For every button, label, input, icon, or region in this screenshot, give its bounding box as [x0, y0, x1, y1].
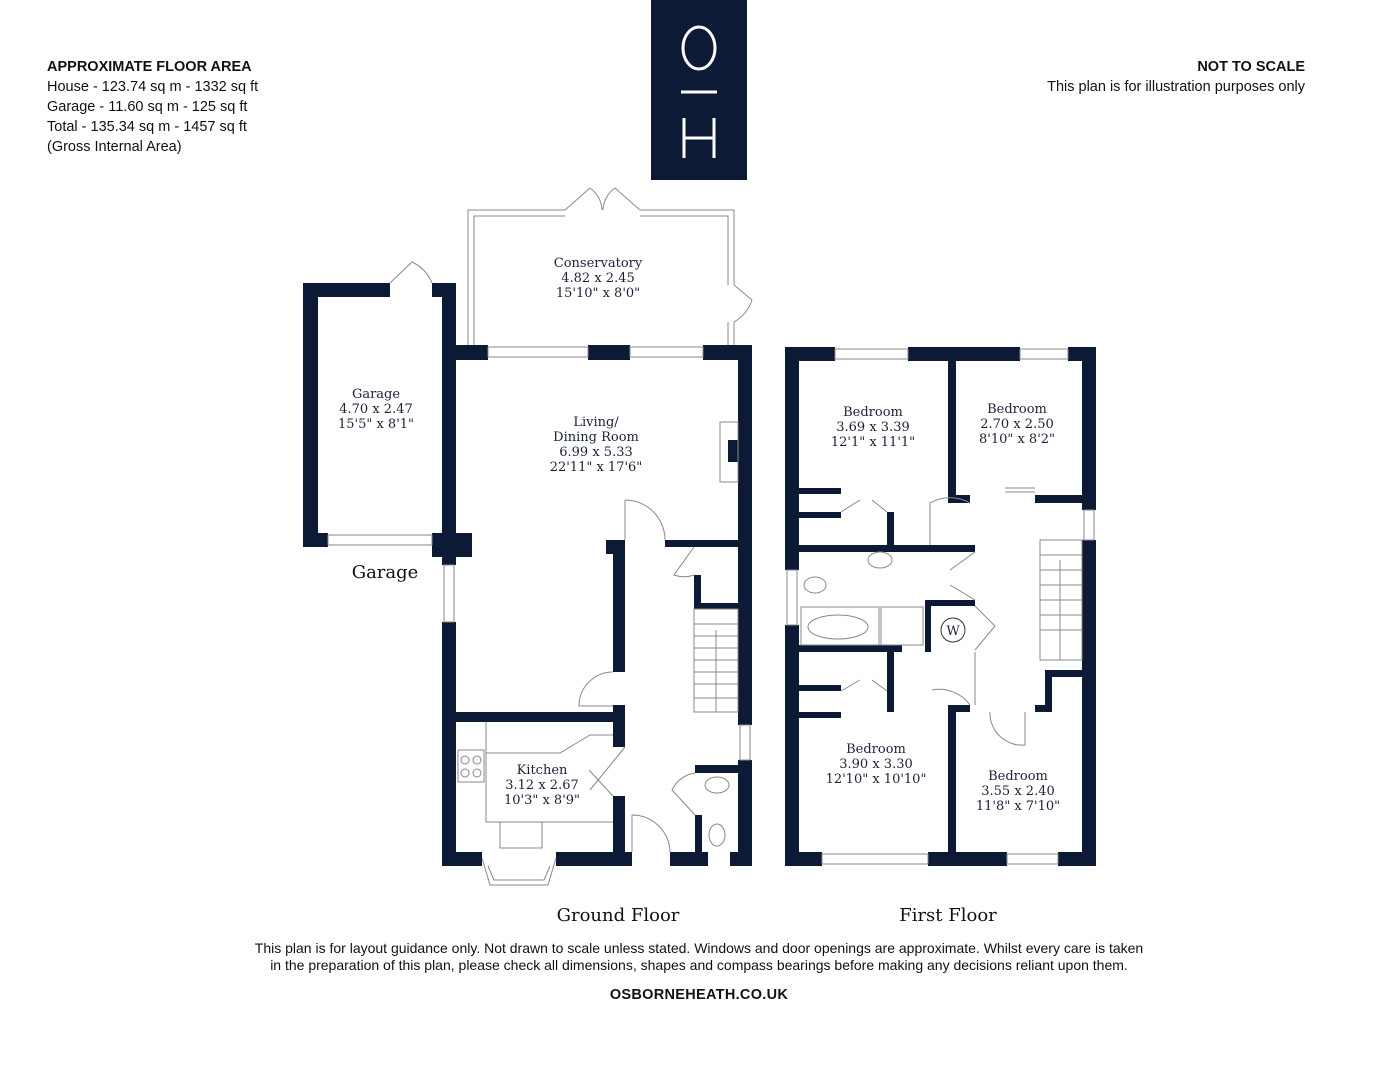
bedroom-2-imperial: 8'10" x 8'2"	[979, 432, 1055, 447]
not-to-scale-heading: NOT TO SCALE	[1197, 59, 1305, 75]
brand-logo	[651, 0, 747, 180]
ground-floor-label: Ground Floor	[557, 905, 680, 926]
garage-imperial: 15'5" x 8'1"	[338, 417, 414, 432]
conservatory-name: Conservatory	[554, 256, 643, 271]
garage-area: Garage - 11.60 sq m - 125 sq ft	[47, 99, 248, 115]
disclaimer-line-2: in the preparation of this plan, please …	[270, 957, 1128, 973]
house-area: House - 123.74 sq m - 1332 sq ft	[47, 79, 259, 95]
ground-floor-walls	[303, 283, 752, 866]
disclaimer: This plan is for layout guidance only. N…	[0, 940, 1398, 974]
bedroom-2-metric: 2.70 x 2.50	[980, 417, 1054, 432]
wardrobe-label: W	[946, 624, 960, 639]
kitchen-metric: 3.12 x 2.67	[505, 778, 579, 793]
conservatory-metric: 4.82 x 2.45	[561, 271, 635, 286]
bedroom-3-name: Bedroom	[846, 742, 906, 757]
bedroom-4-metric: 3.55 x 2.40	[981, 784, 1055, 799]
bedroom-1-name: Bedroom	[843, 405, 903, 420]
room-labels: Conservatory 4.82 x 2.45 15'10" x 8'0" G…	[338, 256, 1060, 814]
wardrobe-marker	[940, 617, 966, 643]
living-name-2: Dining Room	[553, 430, 639, 445]
scale-note: NOT TO SCALE This plan is for illustrati…	[1047, 57, 1305, 97]
first-floor-details	[786, 348, 1095, 865]
oh-logo-icon	[681, 25, 717, 158]
garage-name: Garage	[352, 387, 400, 402]
bedroom-4-name: Bedroom	[988, 769, 1048, 784]
bedroom-3-imperial: 12'10" x 10'10"	[826, 772, 927, 787]
kitchen-name: Kitchen	[517, 763, 568, 778]
total-area: Total - 135.34 sq m - 1457 sq ft	[47, 119, 247, 135]
kitchen-imperial: 10'3" x 8'9"	[504, 793, 580, 808]
ground-floor-details	[327, 187, 753, 886]
bedroom-2-name: Bedroom	[987, 402, 1047, 417]
area-note: (Gross Internal Area)	[47, 139, 182, 155]
garage-floor-label: Garage	[352, 562, 419, 583]
living-imperial: 22'11" x 17'6"	[550, 460, 643, 475]
first-floor-label: First Floor	[899, 905, 997, 926]
bedroom-1-metric: 3.69 x 3.39	[836, 420, 910, 435]
website-link[interactable]: OSBORNEHEATH.CO.UK	[609, 987, 789, 1003]
floor-area-heading: APPROXIMATE FLOOR AREA	[47, 59, 252, 75]
bedroom-3-metric: 3.90 x 3.30	[839, 757, 913, 772]
disclaimer-line-1: This plan is for layout guidance only. N…	[254, 940, 1144, 956]
bedroom-1-imperial: 12'1" x 11'1"	[831, 435, 915, 450]
conservatory-imperial: 15'10" x 8'0"	[556, 286, 640, 301]
garage-metric: 4.70 x 2.47	[339, 402, 413, 417]
bedroom-4-imperial: 11'8" x 7'10"	[976, 799, 1060, 814]
floor-area-summary: APPROXIMATE FLOOR AREA House - 123.74 sq…	[47, 57, 258, 157]
living-name: Living/	[573, 415, 619, 430]
first-floor-walls	[785, 347, 1096, 866]
living-metric: 6.99 x 5.33	[559, 445, 633, 460]
illustration-note: This plan is for illustration purposes o…	[1047, 79, 1305, 95]
